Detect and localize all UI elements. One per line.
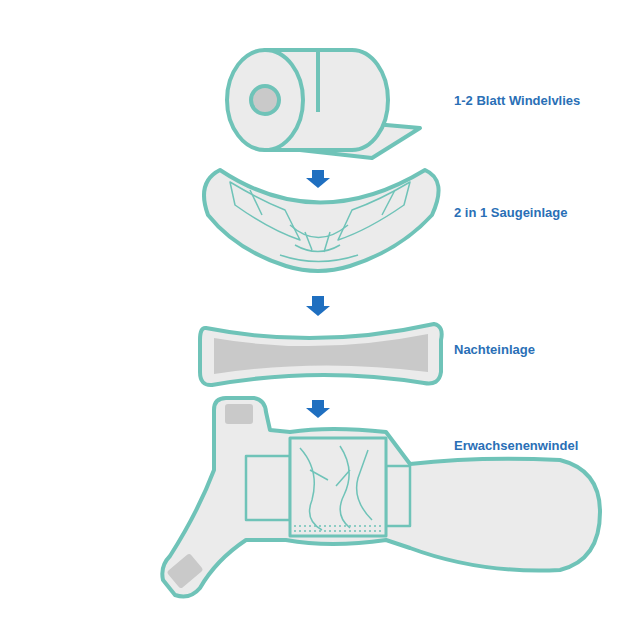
flow-arrow xyxy=(312,296,324,306)
step-label: Nachteinlage xyxy=(452,341,537,359)
night-insert xyxy=(200,324,442,385)
step-label: 1-2 Blatt Windelvlies xyxy=(452,92,582,110)
adult-diaper xyxy=(162,398,600,596)
flow-arrow xyxy=(312,170,324,178)
step-label: Erwachsenenwindel xyxy=(452,437,580,455)
diagram-step: Erwachsenenwindel xyxy=(160,420,602,598)
step-label: 2 in 1 Saugeinlage xyxy=(452,204,569,222)
diagram-step: Nachteinlage xyxy=(200,318,442,398)
insert-pad xyxy=(204,170,439,271)
diagram-step: 1-2 Blatt Windelvlies xyxy=(225,40,425,168)
flow-arrow xyxy=(312,400,324,408)
diagram-step: 2 in 1 Saugeinlage xyxy=(210,190,445,294)
liner-roll xyxy=(227,50,420,158)
